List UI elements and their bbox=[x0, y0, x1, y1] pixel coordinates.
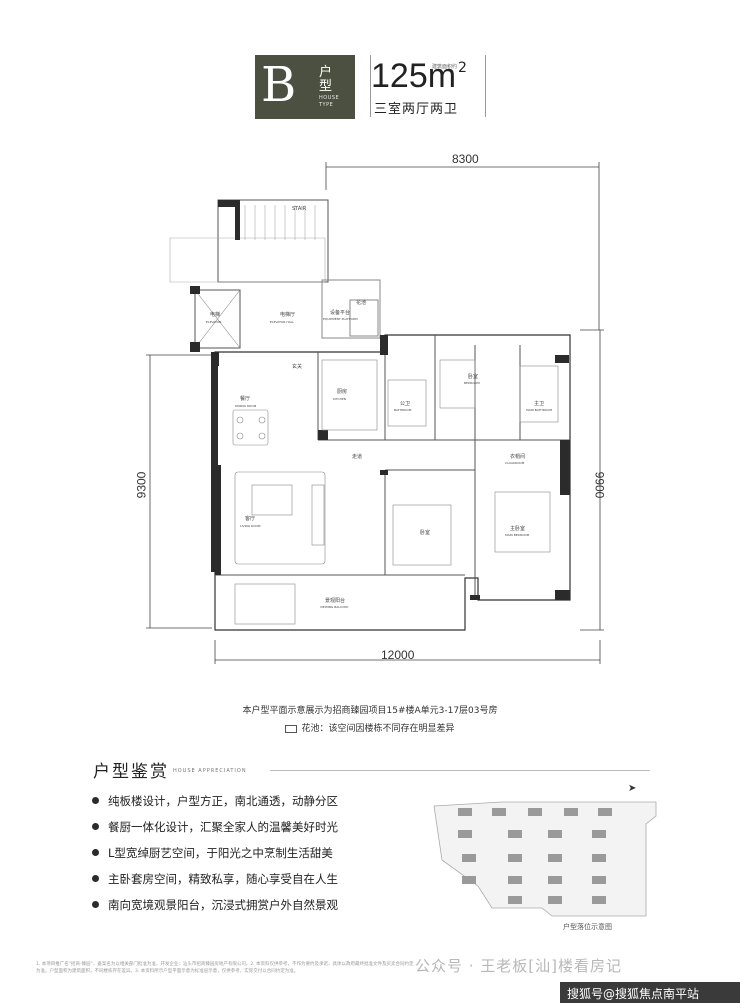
equipment-label-en: EQUIPMENT PLATFORM bbox=[323, 317, 358, 321]
dimension-lines bbox=[146, 162, 604, 664]
living-room-label: 客厅 bbox=[245, 515, 255, 522]
header-divider-left bbox=[370, 55, 371, 117]
watermark: 公众号 · 王老板[汕]楼看房记 bbox=[415, 957, 623, 975]
appreciation-title-en: HOUSE APPRECIATION bbox=[173, 768, 247, 774]
elevator-label-en: ELEVATOR bbox=[206, 320, 221, 324]
bedroom-south-label: 卧室 bbox=[420, 529, 430, 536]
plan-note: 本户型平面示意展示为招商臻园项目15#楼A单元3-17层03号房 bbox=[242, 706, 498, 716]
house-type-letter: B bbox=[261, 57, 297, 113]
house-type-label: 户型 bbox=[319, 65, 333, 94]
feature-item: 主卧套房空间，精致私享，随心享受自在人生 bbox=[92, 870, 338, 896]
bullet-icon bbox=[92, 849, 99, 856]
bathroom-label-en: BATHROOM bbox=[394, 408, 412, 412]
kitchen-label-en: KITCHEN bbox=[333, 397, 346, 401]
cloakroom-label: 衣帽间 bbox=[510, 453, 525, 460]
elevator-label: 电梯 bbox=[210, 311, 220, 318]
layout-description: 三室两厅两卫 bbox=[374, 102, 459, 117]
area-unit-superscript: 2 bbox=[458, 60, 467, 76]
equipment-label: 设备平台 bbox=[330, 309, 350, 316]
master-bedroom-label-en: MAIN BEDROOM bbox=[505, 533, 530, 537]
stair-outline bbox=[217, 199, 329, 283]
balcony-label-en: VIEWING BALCONY bbox=[320, 605, 349, 609]
foyer-label: 玄关 bbox=[292, 363, 302, 370]
footer-source: 搜狐号@搜狐焦点南平站 bbox=[567, 987, 700, 1001]
floor-plan: STAIR 电梯 ELEVATOR 电梯厅 ELEVATOR HALL 设备平台… bbox=[169, 199, 571, 631]
master-bedroom-label: 主卧室 bbox=[510, 525, 525, 532]
master-bath-label-en: MAIN BATHROOM bbox=[526, 408, 552, 412]
balcony-label: 景观阳台 bbox=[325, 597, 345, 604]
kitchen-label: 厨房 bbox=[337, 388, 347, 395]
area-caption: 建筑面积约 bbox=[432, 64, 458, 70]
feature-item: 纯板楼设计，户型方正，南北通透，动静分区 bbox=[92, 792, 338, 818]
building-locator-map bbox=[433, 801, 657, 917]
corridor-label: 走道 bbox=[352, 453, 362, 460]
bathroom-label: 公卫 bbox=[400, 401, 410, 407]
feature-item: L型宽绰厨艺空间，于阳光之中烹制生活甜美 bbox=[92, 844, 338, 870]
bullet-icon bbox=[92, 823, 99, 830]
area-value: 125m bbox=[371, 57, 457, 95]
feature-list: 纯板楼设计，户型方正，南北通透，动静分区 餐厨一体化设计，汇聚全家人的温馨美好时… bbox=[92, 792, 338, 922]
appreciation-divider bbox=[270, 770, 650, 771]
stair-label: STAIR bbox=[292, 206, 307, 212]
bedroom-north-label: 卧室 bbox=[468, 373, 478, 380]
disclaimer: 1. 本项目推广名“招商·臻园”，备案名为以相关部门批准为准，开发企业：汕头市招… bbox=[36, 962, 414, 974]
dining-label: 餐厅 bbox=[240, 395, 250, 402]
bullet-icon bbox=[92, 797, 99, 804]
flower-bed-note: 花池：该空间因楼栋不同存在明显差异 bbox=[0, 721, 740, 734]
bedroom-north-label-en: BEDROOM bbox=[464, 381, 480, 385]
appreciation-title: 户型鉴赏 bbox=[93, 762, 169, 782]
header-divider-right bbox=[485, 55, 486, 117]
elevator-outline bbox=[194, 289, 241, 349]
flower-bed-label: 花池 bbox=[356, 299, 366, 306]
elevator-hall-label-en: ELEVATOR HALL bbox=[270, 320, 294, 324]
feature-item: 餐厨一体化设计，汇聚全家人的温馨美好时光 bbox=[92, 818, 338, 844]
dimension-bottom: 12000 bbox=[381, 648, 415, 662]
flower-bed-legend-icon bbox=[285, 724, 298, 733]
bullet-icon bbox=[92, 875, 99, 882]
feature-item: 南向宽境观景阳台，沉浸式拥赏户外自然景观 bbox=[92, 896, 338, 922]
footer-bar bbox=[560, 982, 740, 1003]
unit-outline bbox=[214, 334, 571, 631]
compass-icon: ➤ bbox=[628, 783, 637, 794]
bullet-icon bbox=[92, 901, 99, 908]
house-type-badge bbox=[255, 55, 355, 119]
elevator-hall-label: 电梯厅 bbox=[280, 311, 295, 318]
house-type-en: HOUSE TYPE bbox=[319, 95, 340, 108]
living-room-label-en: LIVING ROOM bbox=[240, 524, 261, 528]
master-bath-label: 主卫 bbox=[534, 400, 544, 407]
locator-caption: 户型落位示意图 bbox=[563, 923, 612, 931]
flower-bed-note-text: 花池：该空间因楼栋不同存在明显差异 bbox=[301, 724, 455, 734]
dining-label-en: DINING ROOM bbox=[235, 404, 257, 408]
dimension-top: 8300 bbox=[452, 152, 479, 166]
cloakroom-label-en: CLOAKROOM bbox=[505, 461, 525, 465]
